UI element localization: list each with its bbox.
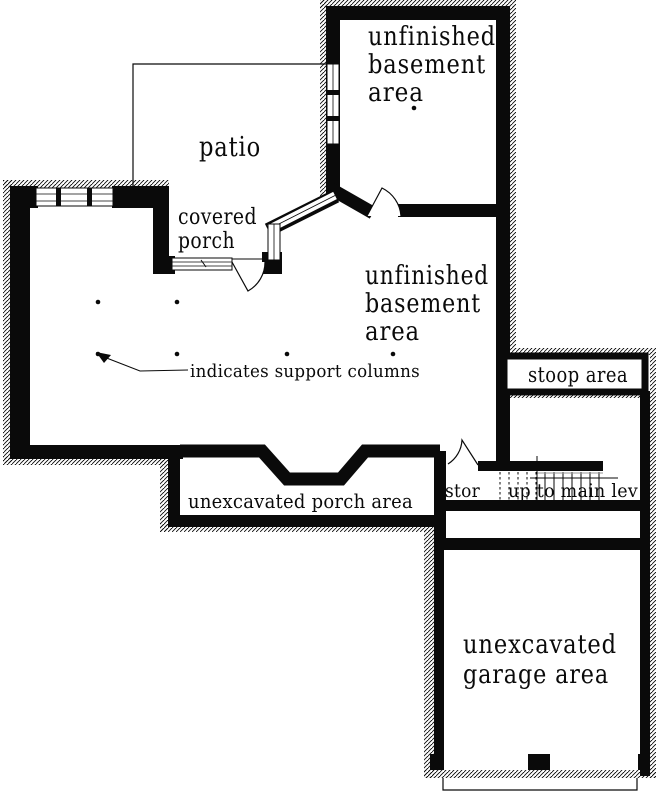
support-column-dot	[411, 105, 417, 111]
staircase	[499, 456, 618, 506]
label-garage-line2: garage area	[463, 660, 609, 690]
label-basement-main-line1: unfinished	[365, 261, 489, 291]
wall-room-bottom	[398, 204, 510, 217]
wall-garage-top	[434, 538, 650, 550]
label-up-to-main-level: up to main lev	[508, 480, 638, 502]
label-basement-main-line3: area	[365, 317, 420, 347]
label-stoop-area: stoop area	[528, 363, 628, 387]
label-basement-main-line2: basement	[365, 289, 481, 319]
text-labels: unfinished basement area patio covered p…	[178, 22, 638, 690]
label-garage-line1: unexcavated	[463, 630, 617, 660]
wall-porch-west-lower	[168, 451, 180, 527]
support-column-dot	[95, 299, 101, 305]
garage-pier-right	[638, 754, 650, 770]
windows	[35, 63, 340, 271]
wall-left	[10, 186, 30, 458]
wall-room-top	[326, 6, 510, 20]
window-top-left	[35, 187, 114, 207]
wall-stair-south	[434, 500, 650, 511]
window-bay-vertical	[267, 223, 281, 261]
window-room-west	[326, 63, 340, 145]
label-support-note: indicates support columns	[190, 361, 420, 382]
stoop-outline	[500, 352, 649, 396]
door-stor	[447, 438, 479, 466]
wall-right-upper	[496, 6, 510, 471]
label-covered-porch-line1: covered	[178, 205, 257, 230]
garage-pier-middle	[528, 754, 550, 770]
walls	[10, 6, 650, 776]
support-column-dot	[284, 351, 290, 357]
window-porch-south	[171, 257, 233, 271]
patio-outline	[132, 63, 326, 186]
wall-porch-south	[168, 515, 436, 527]
wall-porch-sw-corner	[153, 256, 175, 274]
label-patio: patio	[199, 132, 261, 163]
garage-apron-outline	[442, 778, 638, 791]
label-basement-upper-line1: unfinished	[368, 22, 496, 52]
label-unexcavated-porch: unexcavated porch area	[188, 489, 413, 513]
wall-porch-north-notched	[180, 444, 440, 486]
wall-garage-left	[434, 538, 444, 758]
support-column-dot	[174, 351, 180, 357]
door-basement-room	[366, 187, 402, 217]
label-basement-upper-line2: basement	[368, 50, 486, 80]
doors	[231, 187, 479, 466]
label-stor: stor	[445, 480, 481, 502]
support-note-leader	[96, 352, 189, 372]
support-column-dot	[174, 299, 180, 305]
wall-basement-bottom	[10, 445, 183, 459]
wall-right-lower	[640, 391, 650, 776]
label-covered-porch-line2: porch	[178, 229, 235, 254]
label-basement-upper-line3: area	[368, 78, 424, 108]
wall-angled-connector	[327, 183, 377, 219]
wall-porch-west-upper	[153, 186, 169, 274]
wall-stair-north	[478, 461, 603, 471]
garage-pier-left	[430, 754, 444, 770]
support-column-dot	[390, 351, 396, 357]
wall-top-left-a	[10, 186, 38, 208]
arrowhead	[96, 352, 111, 363]
door-covered-porch	[231, 261, 266, 292]
